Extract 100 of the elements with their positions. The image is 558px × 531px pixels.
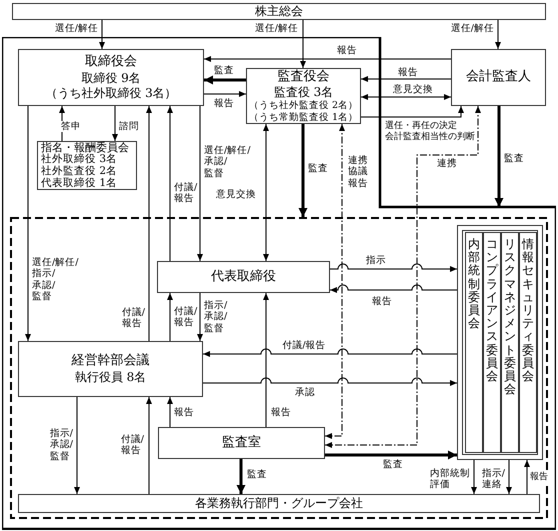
arrow xyxy=(197,292,203,342)
node-text: 監査役 3名 xyxy=(274,84,334,100)
organization-box xyxy=(18,341,203,397)
organization-box xyxy=(157,261,330,293)
arrow xyxy=(202,378,458,386)
edge-label: 報告 xyxy=(530,472,548,483)
edge-label: 報告 xyxy=(337,45,357,56)
edge-label: 連携協議報告 xyxy=(348,155,368,190)
edge-label: 報告 xyxy=(372,296,392,308)
arrow xyxy=(112,106,118,142)
arrow xyxy=(167,292,173,342)
edge-label: 監査 xyxy=(504,153,524,164)
edge-label: 承認 xyxy=(295,387,315,398)
arrow xyxy=(204,76,246,84)
node-title: 経営幹部会議 xyxy=(72,353,150,370)
organization-box xyxy=(158,427,325,459)
arrow xyxy=(167,396,173,428)
committee-column xyxy=(501,232,519,453)
node-title: 監査室 xyxy=(222,434,261,452)
node-title: リスクマネジメント委員会 xyxy=(504,238,516,396)
arrow xyxy=(506,460,512,494)
edge-label: 付議/ 報告 xyxy=(174,306,198,329)
edge-label: 選任/解任 xyxy=(254,23,298,34)
node-title: 情報セキュリティ委員会 xyxy=(522,238,534,384)
edge-label: 報告 xyxy=(214,98,234,110)
arrow xyxy=(263,124,269,262)
edge-label: 選任/解任 xyxy=(54,23,98,34)
edge-label: 監査 xyxy=(383,459,403,470)
arrow xyxy=(202,348,458,357)
node-title: 株主総会 xyxy=(255,4,303,19)
edge-label: 諮問 xyxy=(119,121,139,132)
edge-label: 選任/解任/ 承認/ 監督 xyxy=(204,145,250,180)
node-title: 内部統制委員会 xyxy=(468,238,480,330)
edge-label: 付議/ 報告 xyxy=(122,307,145,330)
edge-label: 報告 xyxy=(271,407,291,418)
organization-box xyxy=(18,494,540,513)
edge-label: 選任/解任 xyxy=(450,23,494,34)
node-title: 監査役会 xyxy=(278,68,330,85)
arrow xyxy=(146,106,152,342)
edge-label: 意見交換 xyxy=(393,84,433,96)
node-text: 取締役 9名 xyxy=(81,70,141,86)
edge-label: 監査 xyxy=(247,469,267,480)
edge-label: 内部統制評価 xyxy=(430,468,470,491)
arrow xyxy=(494,106,504,207)
group-frame xyxy=(10,217,548,519)
arrow xyxy=(360,106,464,118)
organization-box xyxy=(37,141,137,190)
committee-column xyxy=(519,232,537,453)
arrow xyxy=(330,284,458,293)
edge-label: 連携 xyxy=(437,158,457,170)
organization-box xyxy=(246,68,361,124)
committee-column xyxy=(465,232,483,453)
edge-label: 報告 xyxy=(174,407,194,418)
arrow xyxy=(324,124,345,439)
arrow xyxy=(471,460,477,494)
arrow xyxy=(204,91,246,97)
node-title: コンプライアンス委員会 xyxy=(486,238,498,384)
arrow xyxy=(204,56,452,62)
arrow xyxy=(300,20,306,68)
arrow xyxy=(197,106,203,262)
edge-label: 監査 xyxy=(214,65,234,76)
arrow xyxy=(25,106,31,342)
organization-box xyxy=(18,49,204,106)
arrow xyxy=(360,94,452,100)
arrow xyxy=(263,292,269,428)
committee-panel xyxy=(457,225,543,460)
node-text: 執行役員 8名 xyxy=(74,370,146,385)
arrow xyxy=(495,20,501,50)
edge-label: 選任・再任の決定会計監査相当性の判断 xyxy=(385,121,475,143)
node-title: 各業務執行部門・グループ会社 xyxy=(195,496,363,511)
node-title: 会計監査人 xyxy=(466,69,531,86)
node-title: 取締役会 xyxy=(85,54,137,71)
committee-column xyxy=(483,232,501,453)
node-text: （うち社外監査役 2名） xyxy=(248,100,358,112)
edge-label: 付議/ 報告 xyxy=(120,434,144,457)
organization-box xyxy=(12,3,546,20)
node-text: （うち社外取締役 3名） xyxy=(45,86,177,101)
edge-label: 付議/報告 xyxy=(282,340,326,352)
edge-label: 意見交換 xyxy=(216,189,256,200)
edge-label: 指示/ 承認/ 監督 xyxy=(50,428,73,462)
edge-label: 付議/ 報告 xyxy=(174,182,198,205)
arrow xyxy=(298,124,308,217)
organization-box xyxy=(451,49,546,106)
arrow xyxy=(360,76,452,82)
arrow xyxy=(236,459,246,494)
node-title: 代表取締役 xyxy=(211,268,276,286)
edge-label: 選任/解任/ 指示/ 承認/ 監督 xyxy=(32,257,78,303)
edge-label: 監査 xyxy=(308,163,328,174)
arrow xyxy=(524,460,530,494)
node-text: 代表取締役 1名 xyxy=(41,178,118,190)
arrow xyxy=(74,396,80,494)
edge-label: 答申 xyxy=(61,121,81,132)
arrow xyxy=(330,264,458,272)
node-text: 社外監査役 2名 xyxy=(41,166,118,177)
arrow xyxy=(324,106,481,448)
arrow xyxy=(99,20,105,50)
edge-label: 指示 xyxy=(366,255,386,266)
arrow xyxy=(325,450,457,460)
arrow xyxy=(146,396,152,494)
edge-label: 指示/ 承認/ 監督 xyxy=(204,300,228,334)
